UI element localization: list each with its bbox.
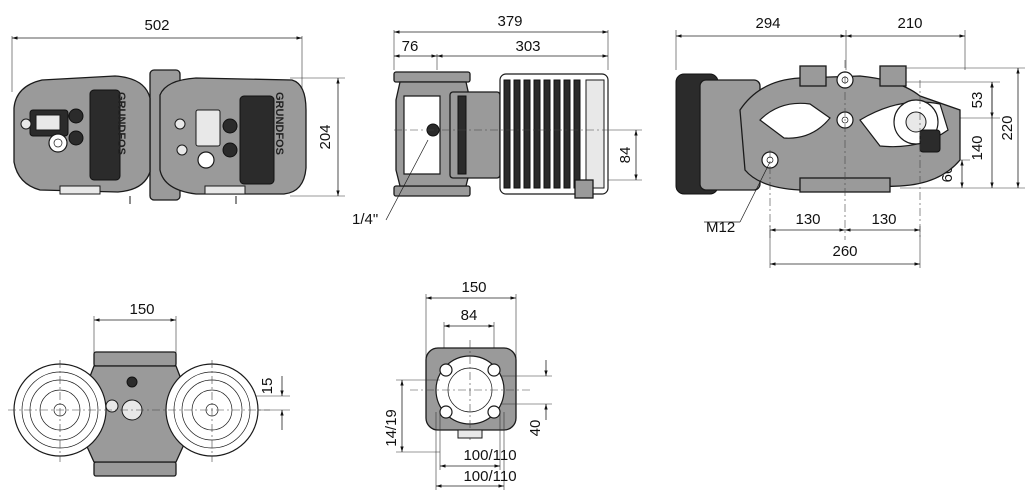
grundfos-logo-left: GRUNDFOS bbox=[115, 92, 127, 155]
dim-label-offset: 15 bbox=[259, 378, 276, 395]
bottom-view: 150 15 bbox=[8, 301, 290, 477]
dim-label-right-width: 210 bbox=[897, 15, 922, 32]
top-view: 502 204 bbox=[11, 17, 345, 204]
bolt-label: M12 bbox=[706, 219, 735, 236]
pump-side-drawing bbox=[393, 71, 610, 199]
dim-label-offset-right: 130 bbox=[871, 211, 896, 228]
dim-label-inner-width: 84 bbox=[461, 307, 478, 324]
dim-label-left-part: 76 bbox=[402, 38, 419, 55]
dim-label-height-53: 53 bbox=[969, 92, 986, 109]
dim-label-height-220: 220 bbox=[999, 115, 1016, 140]
dim-label-height: 204 bbox=[317, 124, 334, 149]
dim-label-flange-height: 40 bbox=[527, 420, 544, 437]
dim-label-left-width: 294 bbox=[755, 15, 780, 32]
dim-label-height-140: 140 bbox=[969, 135, 986, 160]
end-view: 294 210 220 53 140 60 bbox=[675, 15, 1025, 268]
dim-label-center-distance: 150 bbox=[129, 301, 154, 318]
dim-label-bolt-circle-2: 100/110 bbox=[463, 468, 516, 485]
flange-view: 150 84 40 14/19 bbox=[383, 279, 552, 490]
dim-label-outer-width: 150 bbox=[461, 279, 486, 296]
dim-label-bolt-circle-1: 100/110 bbox=[463, 447, 516, 464]
grundfos-logo-right: GRUNDFOS bbox=[273, 92, 285, 155]
pump-head-top-drawing bbox=[13, 69, 307, 204]
pump-bottom-drawing bbox=[8, 351, 270, 477]
dim-label-hole-size: 14/19 bbox=[383, 409, 400, 447]
dim-label-offset-left: 130 bbox=[795, 211, 820, 228]
pump-end-drawing bbox=[675, 60, 961, 240]
motor-fins bbox=[503, 79, 581, 189]
dim-label-axis-height: 84 bbox=[617, 147, 634, 164]
port-label: 1/4" bbox=[352, 211, 378, 228]
flange-drawing bbox=[410, 340, 530, 440]
dim-label-side-length: 379 bbox=[497, 13, 522, 30]
side-view: 379 76 303 84 bbox=[352, 13, 642, 228]
dim-label-overall-length: 502 bbox=[144, 17, 169, 34]
dim-label-base-width: 260 bbox=[832, 243, 857, 260]
dim-label-motor-length: 303 bbox=[515, 38, 540, 55]
